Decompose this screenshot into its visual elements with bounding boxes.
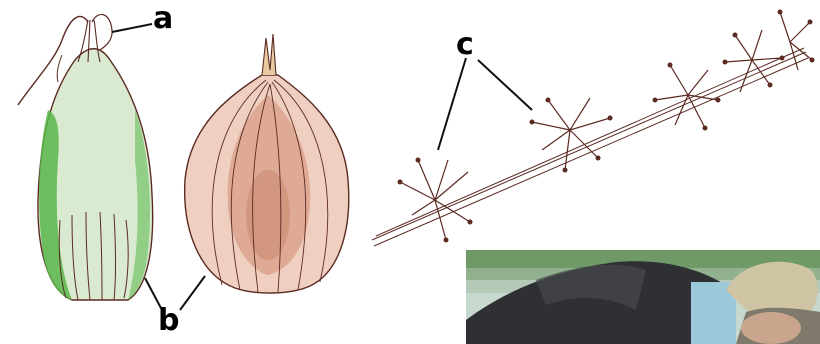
flowering-stalk-illustration — [372, 10, 815, 247]
person-lying-in-grass-photo — [466, 250, 820, 344]
cut-bulb-illustration — [185, 34, 349, 293]
leader-line-a — [112, 24, 152, 32]
leader-line-c-left — [438, 58, 466, 150]
label-a: a — [153, 4, 173, 34]
label-b: b — [158, 306, 179, 336]
whole-bulb-illustration — [18, 14, 153, 300]
leader-line-c-right — [478, 60, 532, 110]
leader-line-b-right — [180, 276, 205, 310]
label-c: c — [456, 30, 474, 60]
photo-drawing — [466, 250, 820, 344]
